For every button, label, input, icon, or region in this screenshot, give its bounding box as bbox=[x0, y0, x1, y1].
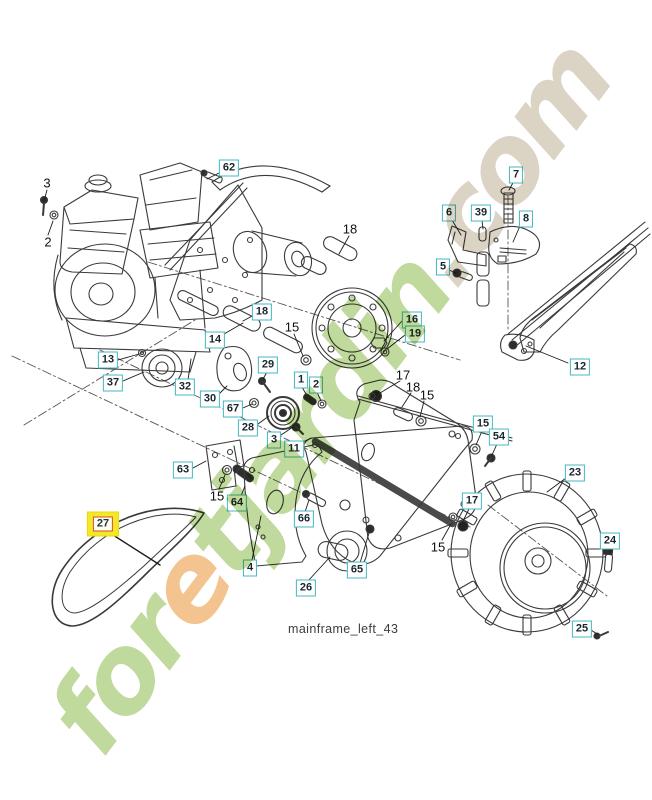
engine-pulley-idler bbox=[137, 345, 456, 528]
wheel-tire bbox=[447, 470, 614, 640]
flywheel-pulley bbox=[311, 287, 393, 369]
tine-shield bbox=[164, 165, 331, 321]
tine-housing bbox=[177, 230, 358, 354]
drive-belt bbox=[51, 507, 205, 627]
support-bracket bbox=[205, 439, 255, 491]
drag-stake-blade bbox=[499, 221, 651, 361]
engine-drawing bbox=[53, 162, 219, 373]
depth-stake-assembly bbox=[447, 186, 541, 307]
drawing-caption: mainframe_left_43 bbox=[288, 622, 399, 636]
center-hardware bbox=[39, 169, 513, 442]
side-panel bbox=[243, 443, 323, 567]
chaincase-cover bbox=[301, 379, 496, 572]
